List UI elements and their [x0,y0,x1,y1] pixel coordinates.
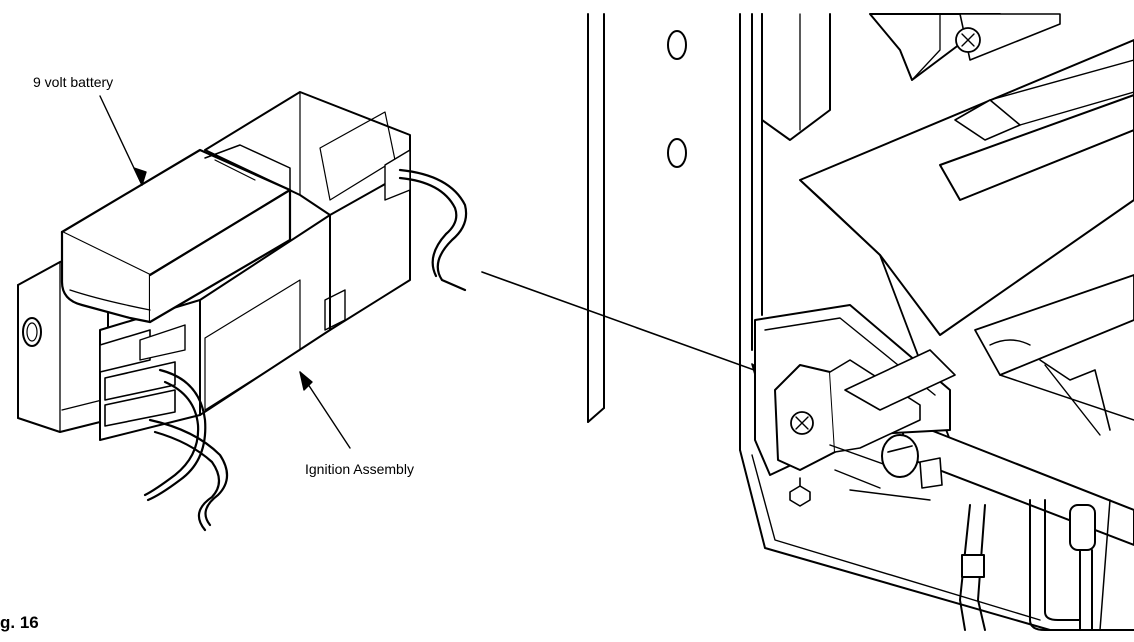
adjustment-knob-icon [882,435,942,488]
figure-label: g. 16 [0,613,39,632]
wire-lead-icon [145,170,466,530]
battery-callout-label: 9 volt battery [33,74,114,90]
screw-icon [956,28,980,52]
ignition-module-icon [18,92,410,440]
connector-arrow [482,272,768,378]
screw-icon [791,412,813,434]
callout-leaders [100,96,350,448]
wire-lead-icon [960,500,1110,630]
ignition-assembly-callout-label: Ignition Assembly [305,461,414,477]
mounting-hole-icon [23,318,41,346]
nut-icon [790,478,810,506]
battery-icon [62,145,290,322]
panel-hole-icon [668,31,686,59]
panel-hole-icon [668,139,686,167]
